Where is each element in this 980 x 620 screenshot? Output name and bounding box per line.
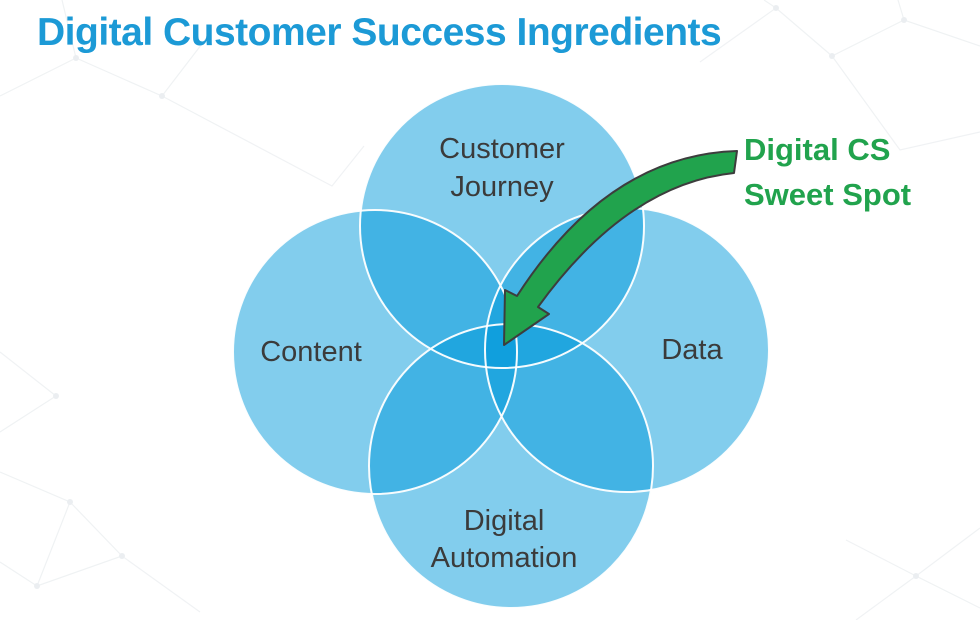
network-node	[67, 499, 73, 505]
network-node	[119, 553, 125, 559]
venn-circle-labels: Customer Journey Content Data Digital Au…	[260, 133, 723, 574]
circle-label-digital-automation-line2: Automation	[431, 542, 578, 574]
circle-customer-journey-fill	[360, 84, 644, 368]
circle-digital-automation-fill	[369, 324, 653, 608]
circle-content-fill	[233, 210, 517, 494]
circle-content-outline	[232, 209, 518, 495]
network-node	[53, 393, 59, 399]
circle-label-content: Content	[260, 336, 362, 368]
circle-label-digital-automation-line1: Digital	[464, 505, 545, 537]
network-node	[73, 55, 79, 61]
network-node	[901, 17, 907, 23]
circle-customer-journey-outline	[359, 83, 645, 369]
network-lines-top-left	[0, 0, 365, 187]
sweet-spot-callout-line2: Sweet Spot	[744, 177, 911, 212]
sweet-spot-callout: Digital CS Sweet Spot	[744, 132, 911, 212]
circle-label-data: Data	[661, 334, 723, 366]
sweet-spot-callout-line1: Digital CS	[744, 132, 890, 167]
network-node	[773, 5, 779, 11]
network-node	[913, 573, 919, 579]
network-nodes	[34, 5, 919, 589]
slide-title: Digital Customer Success Ingredients	[37, 11, 721, 54]
network-lines-bottom-right	[845, 527, 980, 620]
sweet-spot-arrow-icon	[503, 150, 738, 346]
network-node	[34, 583, 40, 589]
venn-circle-fills	[233, 84, 769, 608]
circle-label-customer-journey-line2: Journey	[450, 171, 554, 203]
circle-label-customer-journey-line1: Customer	[439, 133, 565, 165]
network-node	[829, 53, 835, 59]
network-lines-top-right	[699, 0, 980, 151]
network-node	[159, 93, 165, 99]
network-lines-bottom-left	[0, 471, 201, 613]
network-lines-left	[0, 351, 58, 433]
